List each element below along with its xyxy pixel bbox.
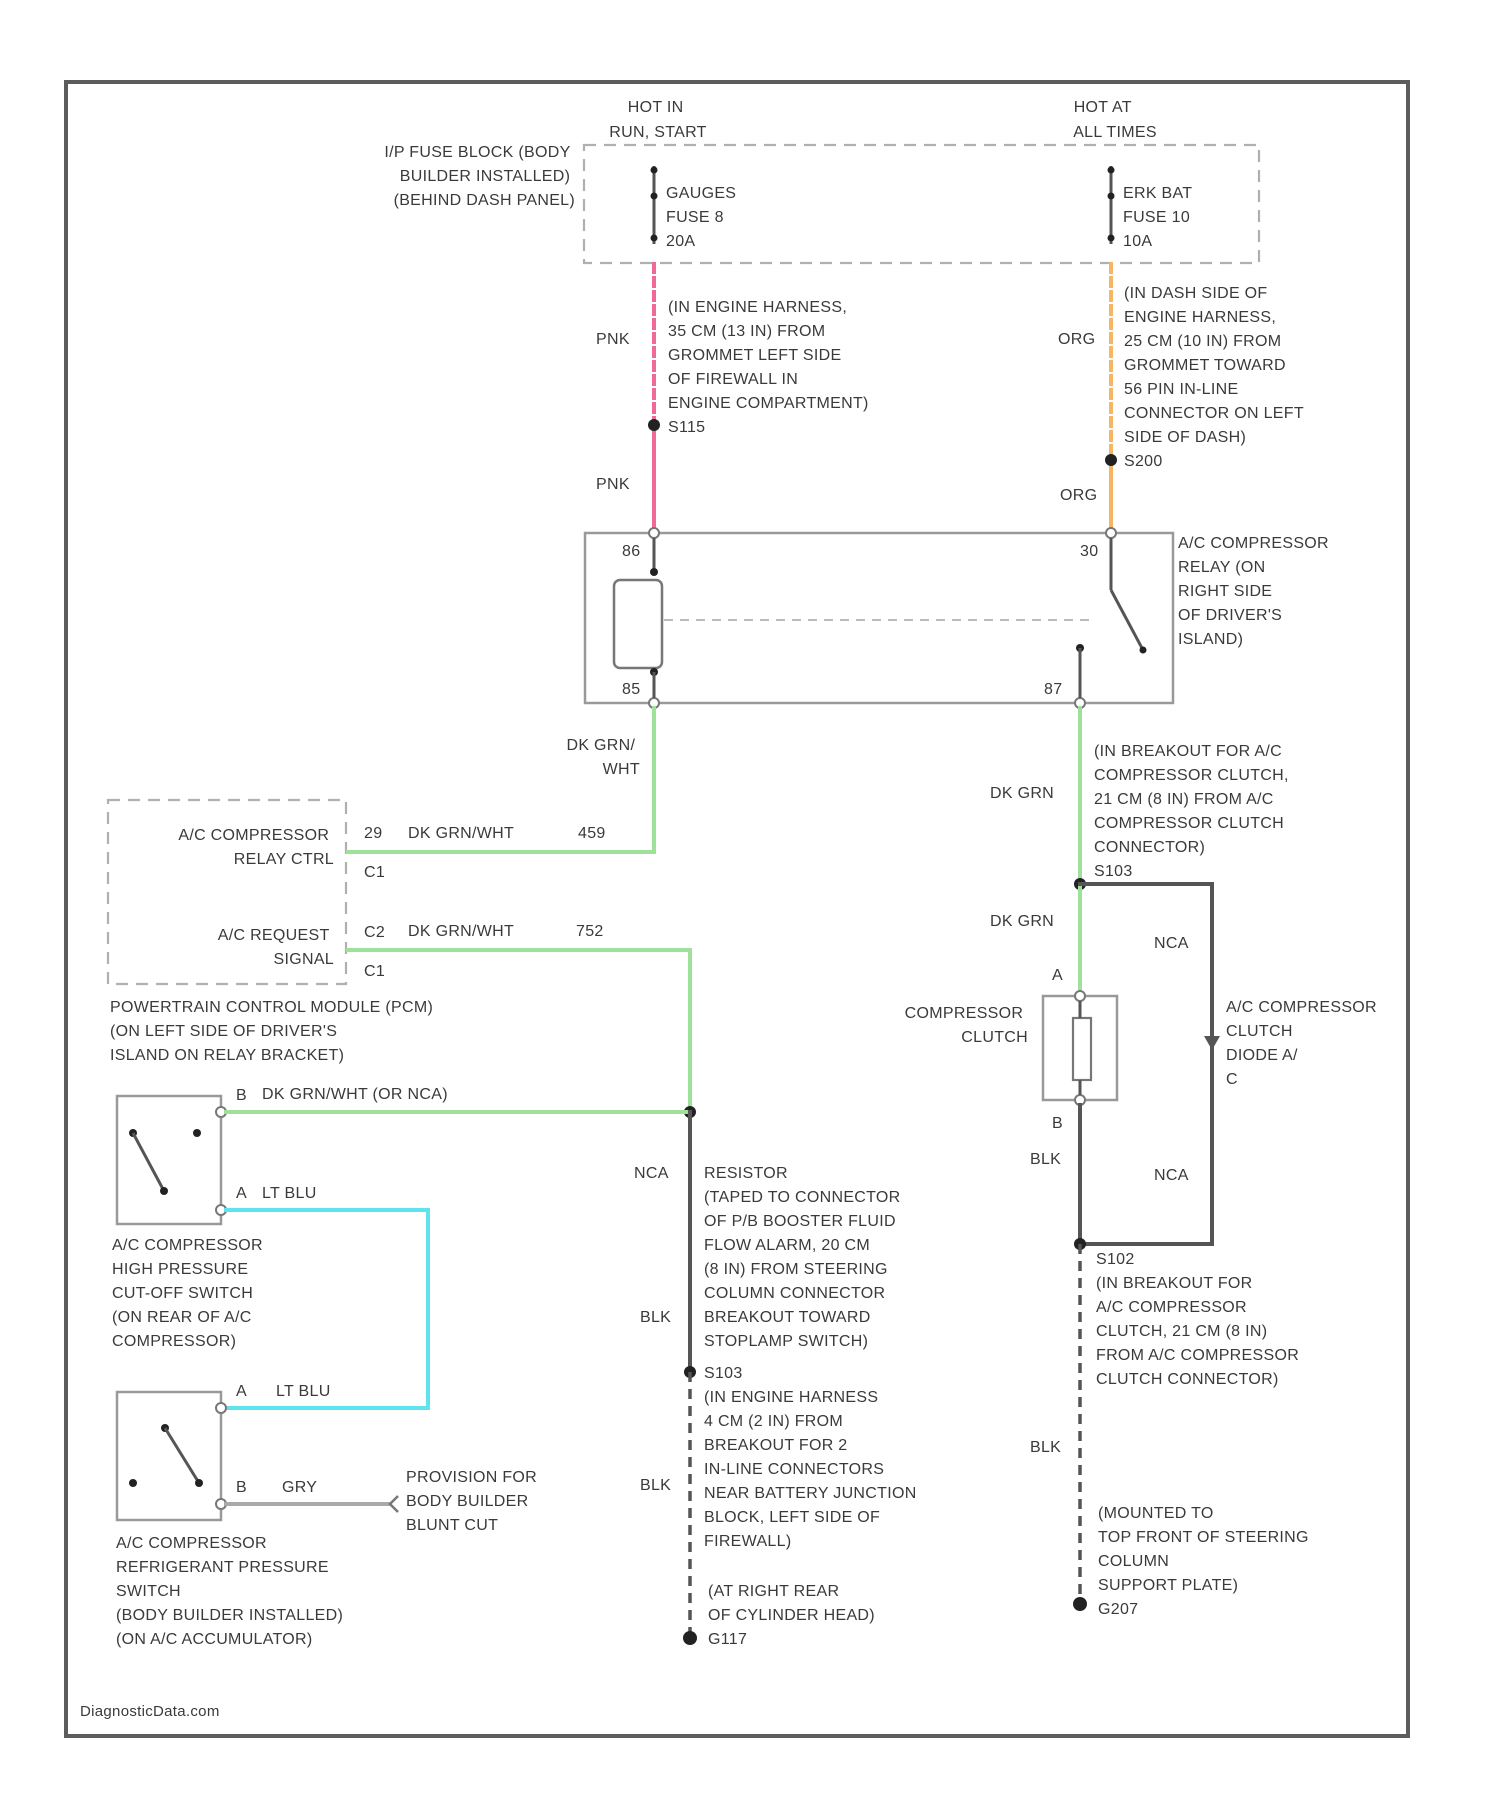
splice-s103-label: S103 (IN ENGINE HARNESS 4 CM (2 IN) FROM…: [704, 1365, 921, 1550]
wire-blk-g117-label: BLK: [640, 1477, 671, 1494]
watermark: DiagnosticData.com: [80, 1703, 220, 1720]
wire-nca-resistor-label: NCA: [634, 1165, 669, 1182]
wire-dk-grn-wht-relay-label: DK GRN/ WHT: [566, 737, 640, 778]
splice-s103-upper-label: (IN BREAKOUT FOR A/C COMPRESSOR CLUTCH, …: [1094, 743, 1294, 880]
wire-blk-clutch-label: BLK: [1030, 1151, 1061, 1168]
wire-nca-diode-upper-label: NCA: [1154, 935, 1189, 952]
compressor-clutch: A B COMPRESSOR CLUTCH: [905, 967, 1117, 1132]
wire-org-upper-label: ORG: [1058, 331, 1095, 348]
clutch-pin-a: A: [1052, 967, 1063, 984]
fuse-gauges-label: GAUGES FUSE 8 20A: [666, 185, 741, 250]
clutch-diode-symbol: [1204, 1036, 1220, 1050]
pcm-conn-c1: C1: [364, 864, 385, 881]
rp-switch-pin-b: B: [236, 1479, 247, 1496]
rp-switch-label: A/C COMPRESSOR REFRIGERANT PRESSURE SWIT…: [116, 1535, 348, 1648]
pcm-request-label: A/C REQUEST SIGNAL: [218, 927, 334, 968]
splice-s102-label: S102 (IN BREAKOUT FOR A/C COMPRESSOR CLU…: [1096, 1251, 1304, 1388]
hp-switch-label: A/C COMPRESSOR HIGH PRESSURE CUT-OFF SWI…: [112, 1237, 268, 1350]
circuit-459-label: 459: [578, 825, 606, 842]
ac-compressor-relay: 86 85 30 87 A/C COMPRESSOR RELAY (ON RIG…: [585, 528, 1334, 708]
hp-switch-outline: [117, 1096, 221, 1224]
pnk-circuit: PNK PNK (IN ENGINE HARNESS, 35 CM (13 IN…: [596, 264, 873, 530]
hp-switch-pin-a: A: [236, 1185, 247, 1202]
wire-dk-grn-wht-or-nca-label: DK GRN/WHT (OR NCA): [262, 1086, 448, 1103]
provision-label: PROVISION FOR BODY BUILDER BLUNT CUT: [406, 1469, 542, 1534]
circuit-459: DK GRN/ WHT DK GRN/WHT 459: [348, 708, 654, 852]
resistor-ground-circuit: NCA BLK BLK RESISTOR (TAPED TO CONNECTOR…: [634, 1112, 921, 1648]
ground-g207: [1073, 1597, 1087, 1611]
relay-pin-85: 85: [622, 681, 640, 698]
hot-all-times-label: HOT AT ALL TIMES: [1073, 99, 1157, 141]
hot-run-start-label: HOT IN RUN, START: [609, 99, 707, 141]
wire-nca-diode-lower-label: NCA: [1154, 1167, 1189, 1184]
relay-pin-30: 30: [1080, 543, 1098, 560]
pcm-conn-c1b: C1: [364, 963, 385, 980]
wire-blk-g207-label: BLK: [1030, 1439, 1061, 1456]
relay-pin-86: 86: [622, 543, 640, 560]
hp-to-junction: DK GRN/WHT (OR NCA): [226, 1086, 690, 1112]
rp-switch-pin-a: A: [236, 1383, 247, 1400]
wire-blk-resistor-label: BLK: [640, 1309, 671, 1326]
wire-lt-blu-lower-label: LT BLU: [276, 1383, 331, 1400]
ground-g117: [683, 1631, 697, 1645]
pcm-relay-ctrl-label: A/C COMPRESSOR RELAY CTRL: [178, 827, 334, 868]
wire-459-color-label: DK GRN/WHT: [408, 825, 514, 842]
hp-switch-arm: [133, 1133, 164, 1191]
relay-label: A/C COMPRESSOR RELAY (ON RIGHT SIDE OF D…: [1178, 535, 1334, 648]
splice-s200-label: (IN DASH SIDE OF ENGINE HARNESS, 25 CM (…: [1124, 285, 1308, 470]
clutch-feed-circuit: DK GRN DK GRN (IN BREAKOUT FOR A/C COMPR…: [990, 708, 1294, 992]
pcm-pin-29: 29: [364, 825, 382, 842]
wire-752-color-label: DK GRN/WHT: [408, 923, 514, 940]
nca-diode-wire-upper: [1080, 884, 1212, 1244]
org-circuit: ORG ORG (IN DASH SIDE OF ENGINE HARNESS,…: [1058, 264, 1308, 530]
splice-s200: [1105, 454, 1117, 466]
splice-s115: [648, 419, 660, 431]
wire-dk-grn-upper-label: DK GRN: [990, 785, 1054, 802]
refrigerant-pressure-switch: A B A/C COMPRESSOR REFRIGERANT PRESSURE …: [116, 1383, 542, 1648]
clutch-coil: [1073, 1018, 1091, 1080]
fuse-block: HOT IN RUN, START HOT AT ALL TIMES I/P F…: [384, 99, 1259, 263]
wire-pnk-upper-label: PNK: [596, 331, 630, 348]
wire-dk-grn-lower-label: DK GRN: [990, 913, 1054, 930]
relay-switch-arm: [1111, 590, 1143, 650]
relay-pin-87: 87: [1044, 681, 1062, 698]
ground-g207-label: (MOUNTED TO TOP FRONT OF STEERING COLUMN…: [1098, 1505, 1314, 1618]
hp-switch-pin-b: B: [236, 1087, 247, 1104]
pcm-pin-c2: C2: [364, 924, 385, 941]
ground-g117-label: (AT RIGHT REAR OF CYLINDER HEAD) G117: [708, 1583, 880, 1648]
rp-switch-arm: [165, 1428, 199, 1483]
resistor-label: RESISTOR (TAPED TO CONNECTOR OF P/B BOOS…: [704, 1165, 905, 1350]
pcm-module: A/C COMPRESSOR RELAY CTRL A/C REQUEST SI…: [108, 800, 438, 1064]
wire-lt-blu-upper-label: LT BLU: [262, 1185, 317, 1202]
wire-org-lower-label: ORG: [1060, 487, 1097, 504]
hp-cutoff-switch: B A A/C COMPRESSOR HIGH PRESSURE CUT-OFF…: [112, 1087, 268, 1350]
wire-gry-label: GRY: [282, 1479, 317, 1496]
relay-coil: [614, 580, 662, 668]
clutch-diode-circuit: NCA NCA A/C COMPRESSOR CLUTCH DIODE A/ C: [1080, 884, 1382, 1244]
clutch-label: COMPRESSOR CLUTCH: [905, 1005, 1028, 1046]
pcm-label: POWERTRAIN CONTROL MODULE (PCM) (ON LEFT…: [110, 999, 438, 1064]
fuse-erk-bat-label: ERK BAT FUSE 10 10A: [1123, 185, 1197, 250]
clutch-diode-label: A/C COMPRESSOR CLUTCH DIODE A/ C: [1226, 999, 1382, 1088]
splice-s115-label: (IN ENGINE HARNESS, 35 CM (13 IN) FROM G…: [668, 299, 873, 436]
circuit-752-label: 752: [576, 923, 604, 940]
fuse-block-label: I/P FUSE BLOCK (BODY BUILDER INSTALLED) …: [384, 144, 575, 209]
rp-switch-outline: [117, 1392, 221, 1520]
clutch-pin-b: B: [1052, 1115, 1063, 1132]
wire-pnk-lower-label: PNK: [596, 476, 630, 493]
